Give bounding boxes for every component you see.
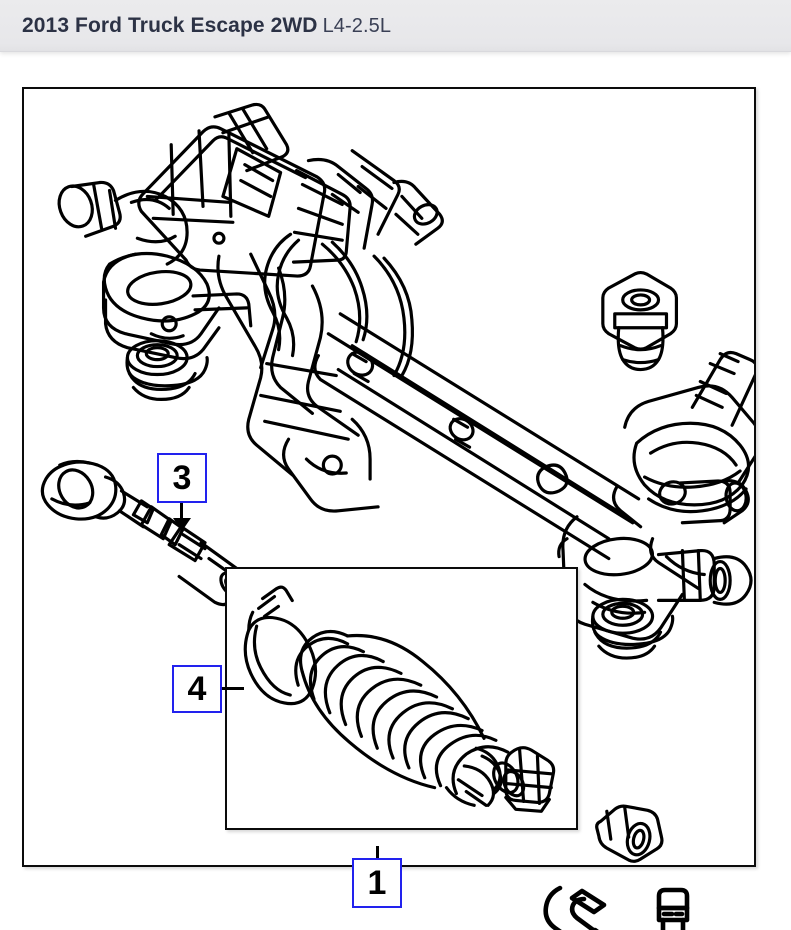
bellows-boot-line-art	[243, 585, 556, 813]
hex-nut-upper	[601, 270, 679, 372]
bellows-boot	[294, 629, 526, 807]
callout-1[interactable]: 1	[352, 858, 402, 908]
callout-4-leader	[220, 687, 244, 690]
boot-clamp-ring	[243, 585, 318, 706]
hex-nut-lower	[595, 804, 664, 863]
engine-spec: L4-2.5L	[322, 14, 392, 37]
callout-3-label: 3	[172, 459, 192, 497]
callout-3-arrowhead	[173, 518, 191, 531]
tube-collar-1	[346, 350, 375, 384]
tube-collar-3	[536, 463, 569, 495]
parts-diagram-area: 1 3 4	[0, 52, 791, 930]
epas-motor-body	[137, 102, 327, 278]
callout-4[interactable]: 4	[172, 665, 222, 713]
tube-collar-2	[448, 417, 475, 449]
pinion-valve-housing	[611, 350, 754, 591]
callout-3[interactable]: 3	[157, 453, 207, 503]
vehicle-name: 2013 Ford Truck Escape 2WD	[22, 13, 318, 37]
left-mount-bracket	[57, 180, 253, 361]
inner-tie-rod	[40, 459, 245, 607]
wiring-harness	[263, 232, 414, 378]
rack-right-end-shaft	[656, 549, 753, 606]
callout-4-label: 4	[187, 670, 207, 708]
motor-housing-right	[291, 149, 444, 264]
callout-3-leader	[180, 503, 183, 524]
rack-gear-housing	[216, 252, 380, 513]
callout-1-leader	[376, 846, 379, 860]
steering-gear-assembly-panel[interactable]	[22, 87, 756, 867]
boot-clip	[504, 746, 556, 813]
bellows-boot-kit-panel[interactable]	[225, 567, 578, 830]
rubber-bushing-left	[125, 339, 209, 401]
callout-1-label: 1	[367, 864, 387, 902]
rubber-bushing-right	[590, 597, 675, 660]
